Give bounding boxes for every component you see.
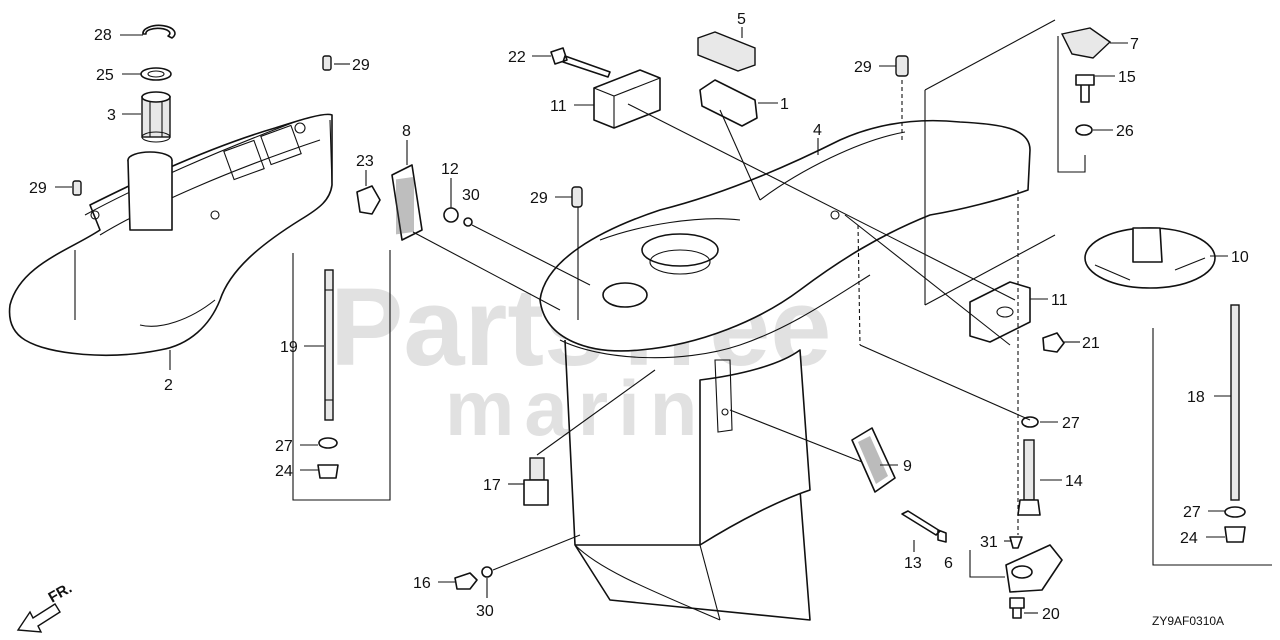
callout-11a: 11 [550,98,567,115]
dowel-pin-29a [322,55,332,71]
washer-30b [481,566,493,578]
gear-case-part-4 [539,119,1031,621]
washer-25 [140,67,172,81]
washer-27b [1021,416,1039,428]
callout-27c: 27 [1183,504,1201,521]
callout-14: 14 [1065,473,1083,490]
washer-31 [1009,536,1023,549]
callout-29c: 29 [530,190,548,207]
callout-27b: 27 [1062,415,1080,432]
callout-25: 25 [96,67,114,84]
diagram-code: ZY9AF0310A [1152,614,1224,628]
callout-20: 20 [1042,606,1060,623]
dowel-pin-29b [72,180,82,196]
callout-17: 17 [483,477,501,494]
trim-tab-6 [1005,544,1063,593]
spacer-5 [697,31,756,72]
dowel-pin-29d [895,55,909,77]
grille-cover-8 [391,164,423,241]
plug-12 [443,207,459,223]
callout-leaders [55,27,1231,614]
callout-30a: 30 [462,187,480,204]
bolt-22 [550,47,611,78]
callout-30b: 30 [476,603,494,620]
circlip-28 [142,24,176,39]
mount-block-11a [593,69,661,129]
nut-21 [1042,332,1065,353]
callout-23: 23 [356,153,374,170]
bolt-20 [1009,597,1025,619]
stud-17 [523,457,549,506]
callout-16: 16 [413,575,431,592]
callout-13: 13 [904,555,922,572]
nut-23 [356,185,381,215]
mount-block-11b [969,281,1031,343]
callout-1: 1 [780,96,789,113]
callout-7: 7 [1130,36,1139,53]
callout-26: 26 [1116,123,1134,140]
front-label: FR. [46,580,75,607]
callout-6: 6 [944,555,953,572]
washer-30a [463,217,473,227]
callout-3: 3 [107,107,116,124]
washer-27a [318,437,338,449]
nut-24b [1224,526,1246,543]
callout-22: 22 [508,49,526,66]
stud-18 [1230,304,1240,501]
callout-numbers: 28 25 3 29 29 2 19 27 24 8 23 12 30 22 1… [29,11,1249,623]
washer-27c [1224,506,1246,518]
callout-24a: 24 [275,463,293,480]
callout-29d: 29 [854,59,872,76]
washer-26 [1075,124,1093,136]
callout-19: 19 [280,339,298,356]
bolt-15 [1075,74,1095,103]
bushing-3 [141,91,171,143]
extension-case-part [8,113,333,356]
bolt-13 [901,510,947,543]
callout-27a: 27 [275,438,293,455]
callout-2: 2 [164,377,173,394]
dowel-pin-29c [571,186,583,208]
callout-9: 9 [903,458,912,475]
callout-28: 28 [94,27,112,44]
callout-12: 12 [441,161,459,178]
stud-19 [324,269,334,421]
callout-24b: 24 [1180,530,1198,547]
assembly-guide-lines [412,19,1056,571]
grille-cover-9 [851,427,896,493]
callout-10: 10 [1231,249,1249,266]
callout-31: 31 [980,534,998,551]
callout-15: 15 [1118,69,1136,86]
callout-18: 18 [1187,389,1205,406]
drain-plug-16 [454,572,478,590]
nut-24a [317,464,339,479]
callout-8: 8 [402,123,411,140]
cap-7 [1060,27,1112,59]
callout-29b: 29 [29,180,47,197]
callout-21: 21 [1082,335,1100,352]
stud-14 [1017,439,1041,516]
front-direction-arrow: FR. [16,580,75,633]
anode-10 [1084,227,1216,289]
callout-29a: 29 [352,57,370,74]
callout-11b: 11 [1051,292,1068,309]
callout-5: 5 [737,11,746,28]
callout-4: 4 [813,122,822,139]
bracket-1 [699,79,758,127]
